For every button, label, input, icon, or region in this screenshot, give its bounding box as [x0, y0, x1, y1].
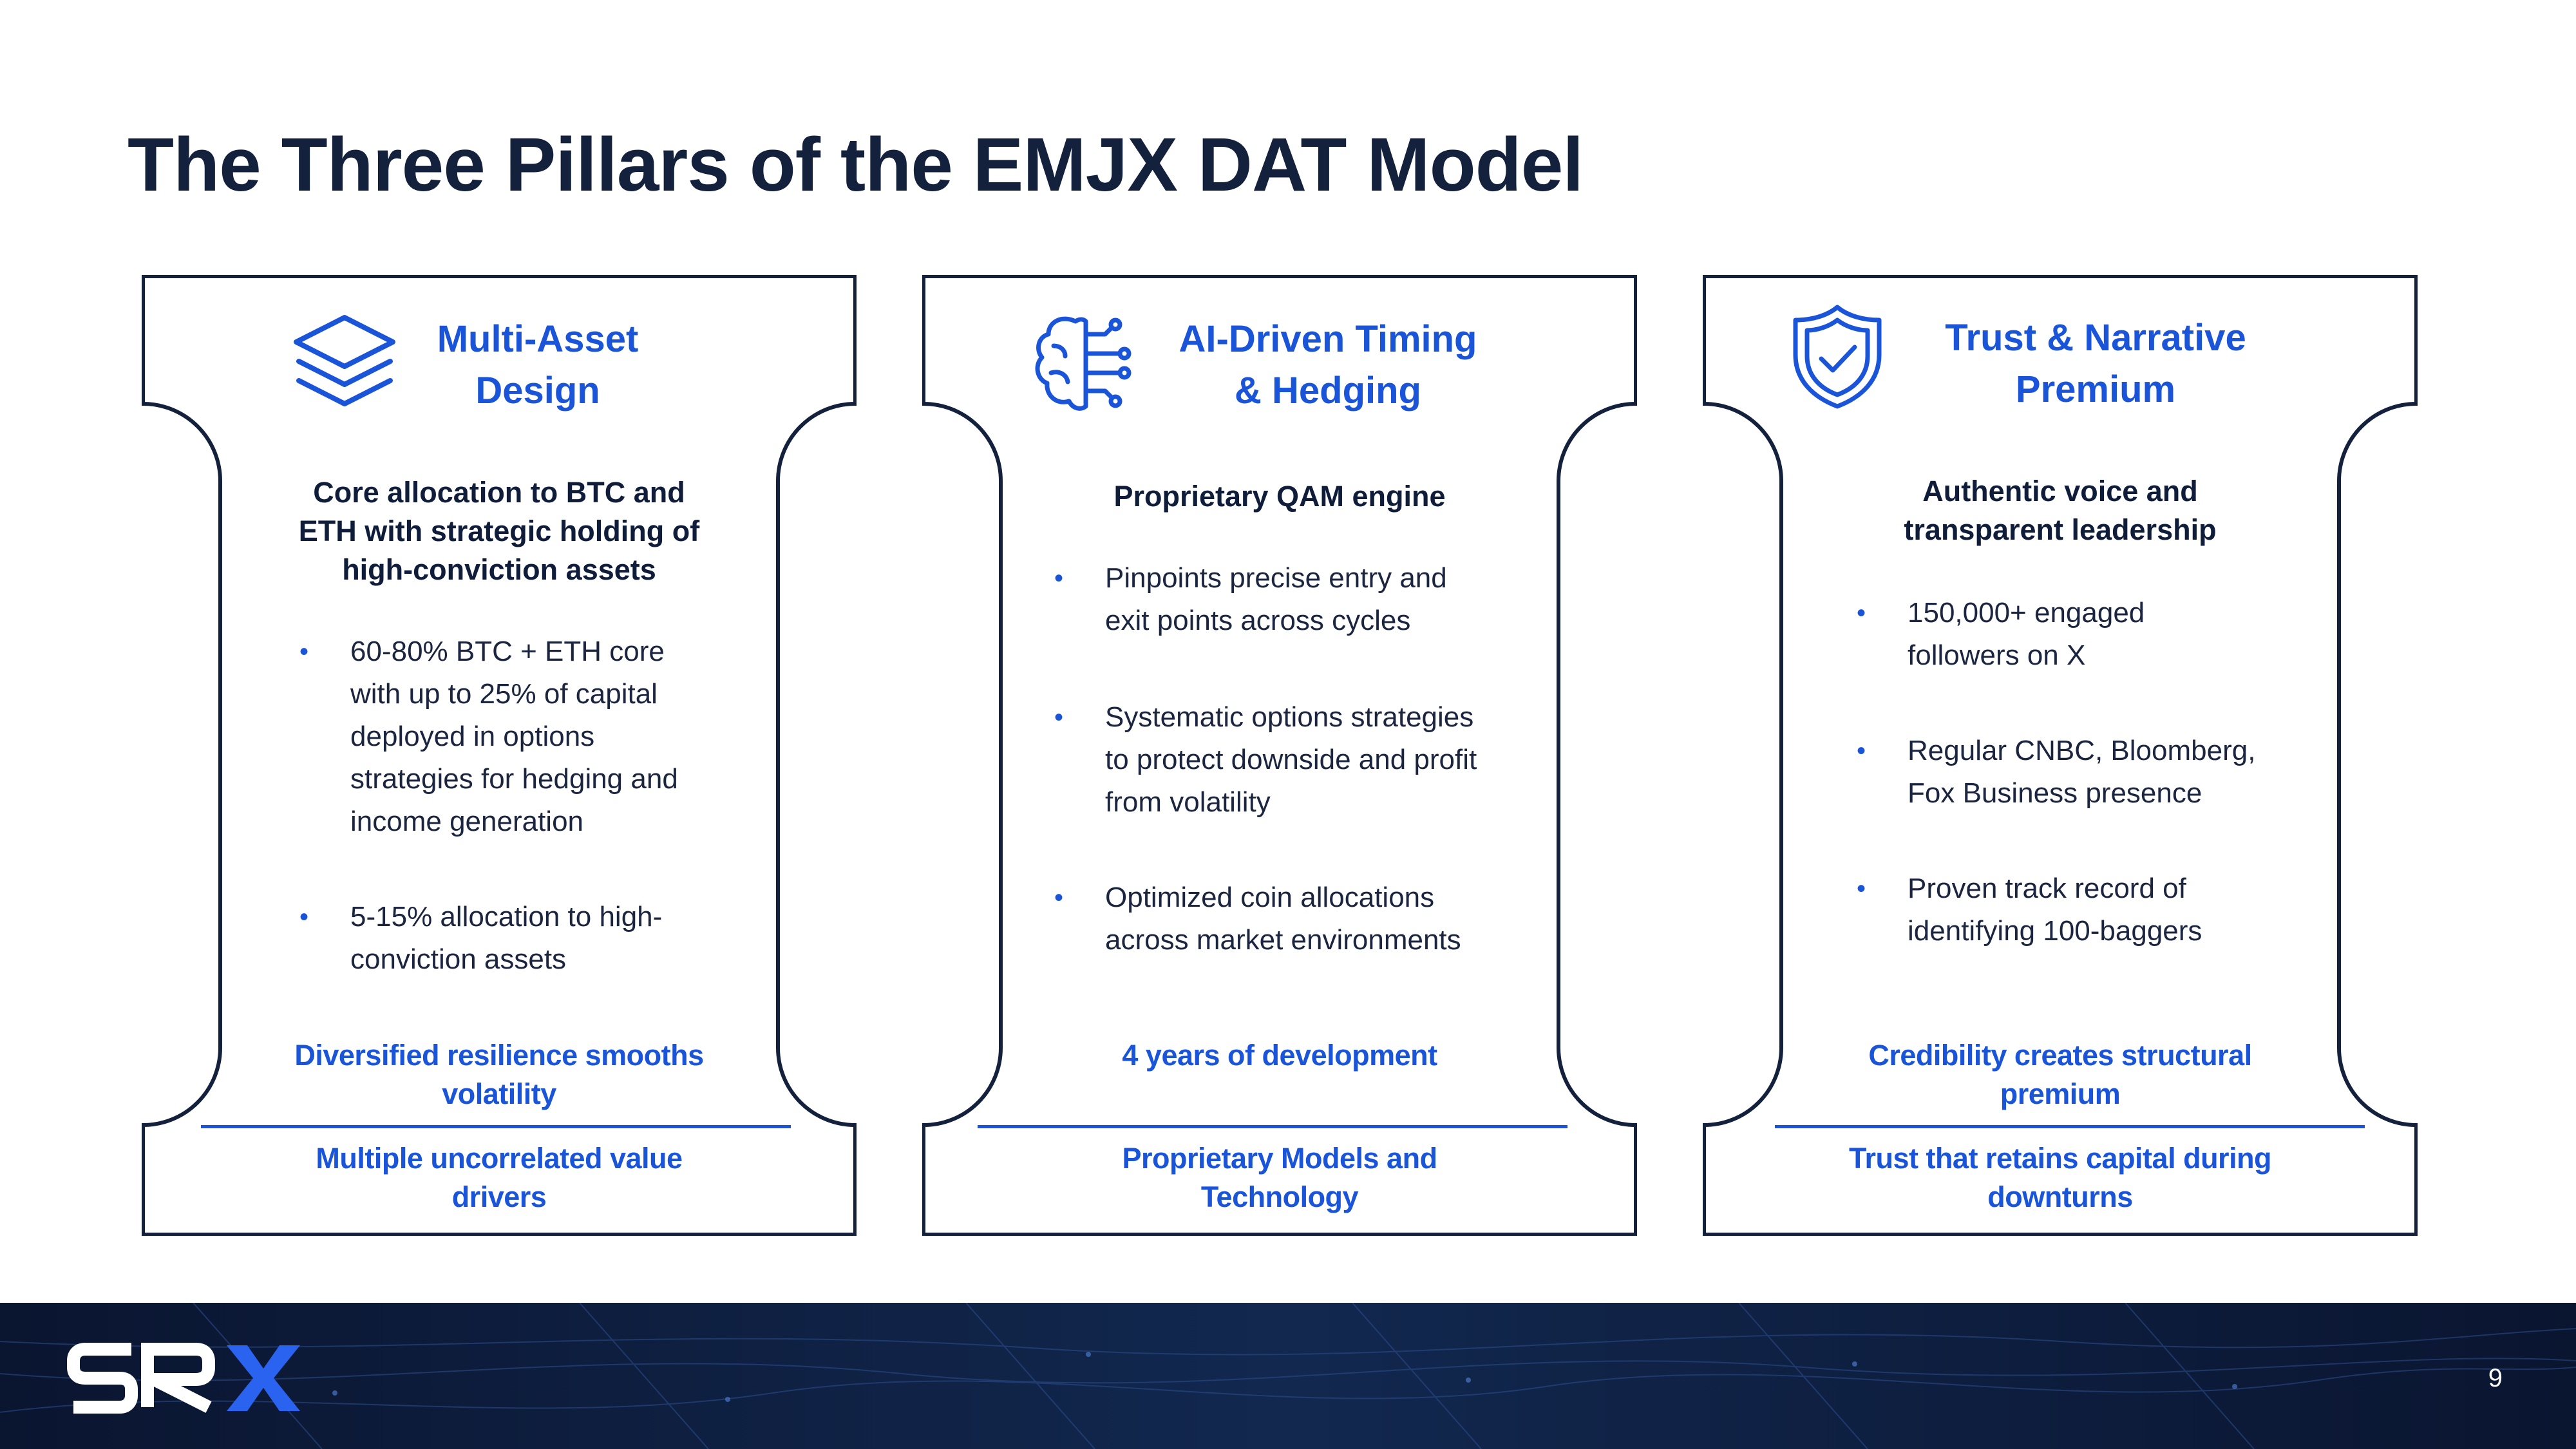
pillar-multi-asset: Multi-Asset Design Core allocation to BT…	[142, 275, 857, 1236]
list-item: • 5-15% allocation to high- conviction a…	[291, 896, 742, 981]
bullet-dot: •	[299, 638, 308, 666]
divider	[201, 1125, 791, 1128]
pillar-title: Trust & Narrative Premium	[1945, 317, 2246, 410]
bullet-dot: •	[1856, 737, 1866, 765]
list-item: • 150,000+ engaged followers on X	[1848, 592, 2299, 677]
slide-title: The Three Pillars of the EMJX DAT Model	[128, 122, 1584, 207]
footer-band	[0, 1303, 2576, 1449]
pillar-frame	[922, 275, 1637, 1236]
page-number: 9	[2488, 1364, 2503, 1392]
pillar-frame	[1703, 275, 2418, 1236]
footer-note: Proprietary Models and Technology	[1122, 1142, 1437, 1213]
list-item: • Proven track record of identifying 100…	[1848, 867, 2299, 952]
bullet-dot: •	[1856, 599, 1866, 627]
pillar-trust-narrative: Trust & Narrative Premium Authentic voic…	[1703, 275, 2418, 1236]
srx-logo	[67, 1343, 300, 1414]
pillar-subtitle: Authentic voice and transparent leadersh…	[1904, 475, 2217, 546]
footer-note: Multiple uncorrelated value drivers	[316, 1142, 683, 1213]
shield-check-icon	[1793, 305, 1882, 409]
pillar-title: Multi-Asset Design	[437, 318, 639, 412]
bullet-dot: •	[1054, 703, 1063, 732]
bullet-dot: •	[1856, 875, 1866, 903]
pillar-subtitle: Core allocation to BTC and ETH with stra…	[298, 476, 700, 586]
network-background	[0, 1303, 2576, 1449]
stacked-layers-icon	[294, 315, 395, 406]
pillar-ai-timing: AI-Driven Timing & Hedging Proprietary Q…	[922, 275, 1637, 1236]
divider	[1775, 1125, 2365, 1128]
footer-note: Trust that retains capital during downtu…	[1848, 1142, 2272, 1213]
brain-circuit-icon	[1035, 316, 1132, 411]
pillar-frame	[142, 275, 857, 1236]
list-item: • Pinpoints precise entry and exit point…	[1046, 557, 1548, 642]
divider	[978, 1125, 1567, 1128]
highlight-text: Credibility creates structural premium	[1868, 1039, 2252, 1110]
bullet-dot: •	[1054, 884, 1063, 912]
list-item: • 60-80% BTC + ETH core with up to 25% o…	[291, 630, 742, 843]
list-item: • Systematic options strategies to prote…	[1046, 696, 1548, 824]
bullet-dot: •	[299, 903, 308, 931]
highlight-text: 4 years of development	[1122, 1039, 1437, 1072]
pillar-subtitle: Proprietary QAM engine	[1113, 480, 1446, 513]
bullet-dot: •	[1054, 564, 1063, 592]
pillar-title: AI-Driven Timing & Hedging	[1179, 318, 1477, 412]
list-item: • Regular CNBC, Bloomberg, Fox Business …	[1848, 730, 2299, 815]
highlight-text: Diversified resilience smooths volatilit…	[294, 1039, 704, 1110]
list-item: • Optimized coin allocations across mark…	[1046, 876, 1548, 961]
